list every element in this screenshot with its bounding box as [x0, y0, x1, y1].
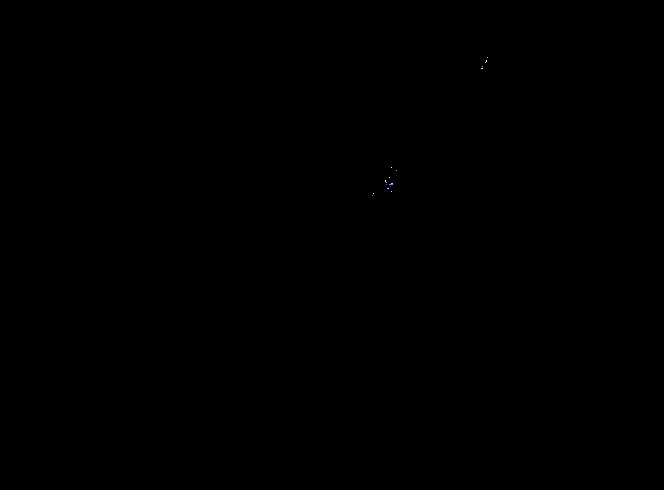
light-speck	[372, 195, 373, 196]
light-speck	[388, 188, 389, 189]
light-speck	[389, 184, 393, 185]
light-speck	[482, 66, 483, 67]
light-speck	[396, 170, 397, 171]
light-speck	[389, 177, 390, 178]
light-speck	[481, 68, 483, 69]
light-speck	[385, 180, 386, 182]
light-speck	[391, 183, 393, 184]
light-speck	[373, 193, 374, 194]
light-speck	[387, 188, 388, 189]
light-speck	[390, 186, 391, 187]
light-speck	[386, 182, 387, 183]
light-speck	[386, 184, 387, 185]
light-speck	[485, 62, 486, 63]
light-speck	[391, 167, 392, 168]
light-speck	[487, 57, 488, 58]
light-speck	[391, 191, 392, 192]
light-speck	[486, 60, 487, 62]
